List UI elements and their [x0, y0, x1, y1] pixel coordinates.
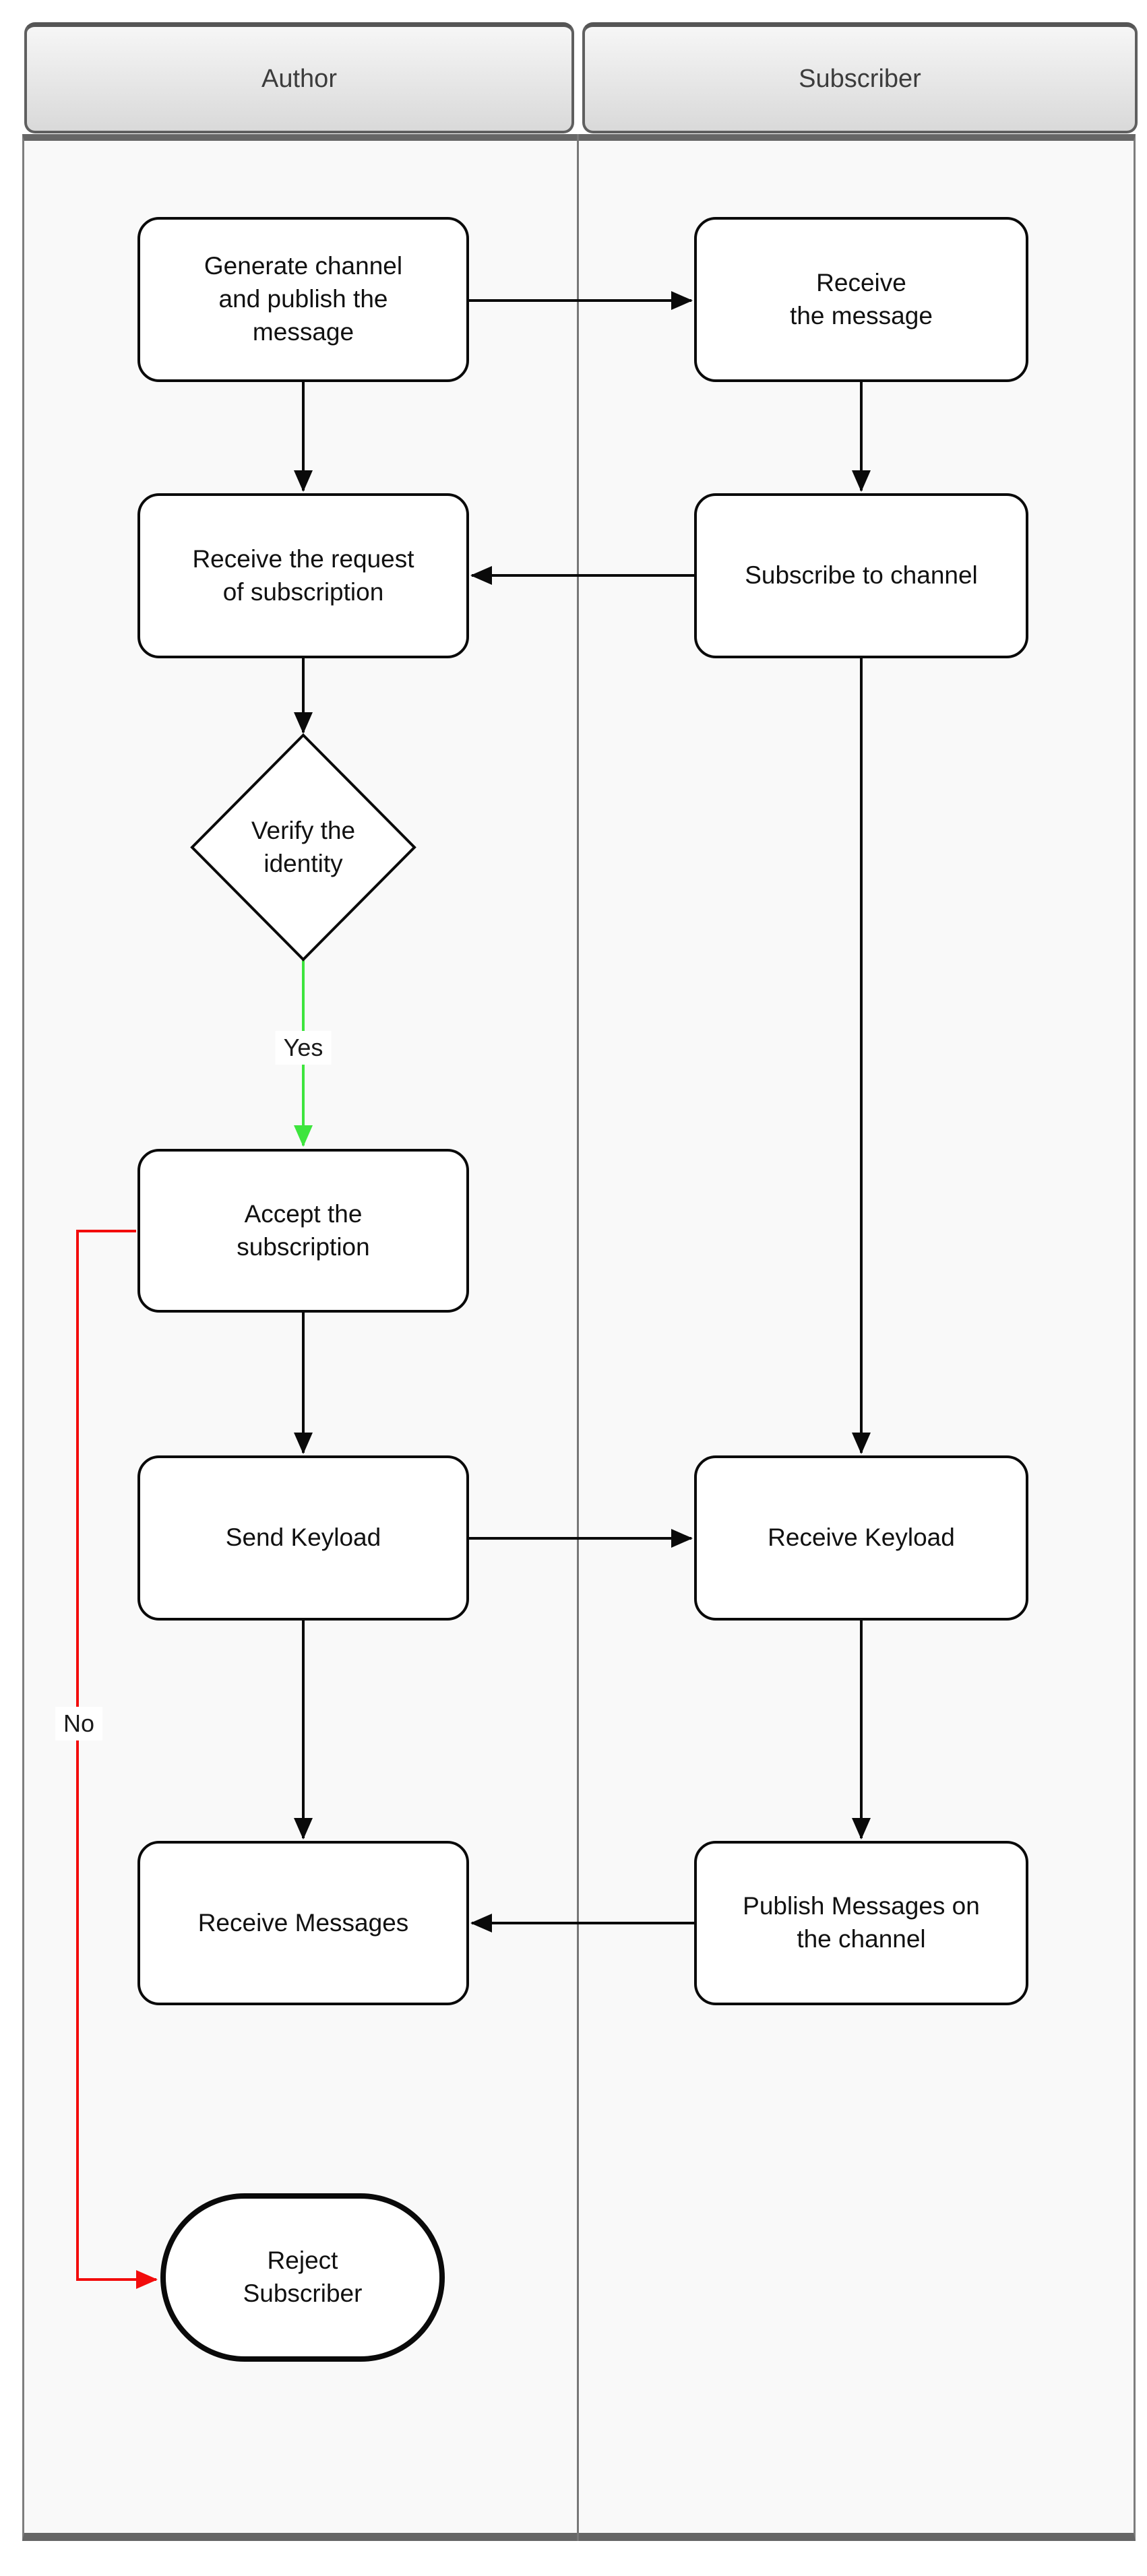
node-generate-channel: Generate channel and publish the message — [137, 217, 469, 382]
node-label: Accept the subscription — [237, 1199, 370, 1261]
node-subscribe-channel: Subscribe to channel — [694, 493, 1028, 658]
lane-title-author: Author — [261, 64, 337, 93]
node-label: Receive the request of subscription — [192, 544, 414, 606]
lane-title-subscriber: Subscriber — [799, 64, 921, 93]
lane-header-author: Author — [24, 22, 574, 133]
node-accept-subscription: Accept the subscription — [137, 1149, 469, 1313]
decision-diamond-shape — [190, 733, 416, 962]
node-label: Send Keyload — [225, 1523, 381, 1552]
node-send-keyload: Send Keyload — [137, 1455, 469, 1621]
lane-header-subscriber: Subscriber — [582, 22, 1138, 133]
node-label: Generate channel and publish the message — [204, 252, 403, 346]
edge-verify-no-to-reject — [76, 1230, 158, 2289]
node-label: Receive Keyload — [768, 1523, 955, 1552]
node-receive-request: Receive the request of subscription — [137, 493, 469, 658]
node-receive-keyload: Receive Keyload — [694, 1455, 1028, 1621]
node-label: Receive the message — [790, 268, 933, 329]
node-label: Verify the identity — [251, 816, 356, 877]
node-reject-subscriber: Reject Subscriber — [160, 2193, 445, 2362]
node-receive-message: Receive the message — [694, 217, 1028, 382]
edge-label-no: No — [55, 1707, 103, 1740]
node-publish-messages: Publish Messages on the channel — [694, 1841, 1028, 2005]
edge-label-yes: Yes — [275, 1031, 332, 1065]
swimlane-divider — [577, 134, 579, 2541]
node-label: Subscribe to channel — [745, 561, 978, 590]
node-receive-messages: Receive Messages — [137, 1841, 469, 2005]
node-label: Receive Messages — [197, 1908, 409, 1937]
node-label: Publish Messages on the channel — [743, 1892, 980, 1953]
node-verify-identity: Verify the identity — [192, 735, 414, 960]
node-label: Reject Subscriber — [243, 2247, 363, 2307]
